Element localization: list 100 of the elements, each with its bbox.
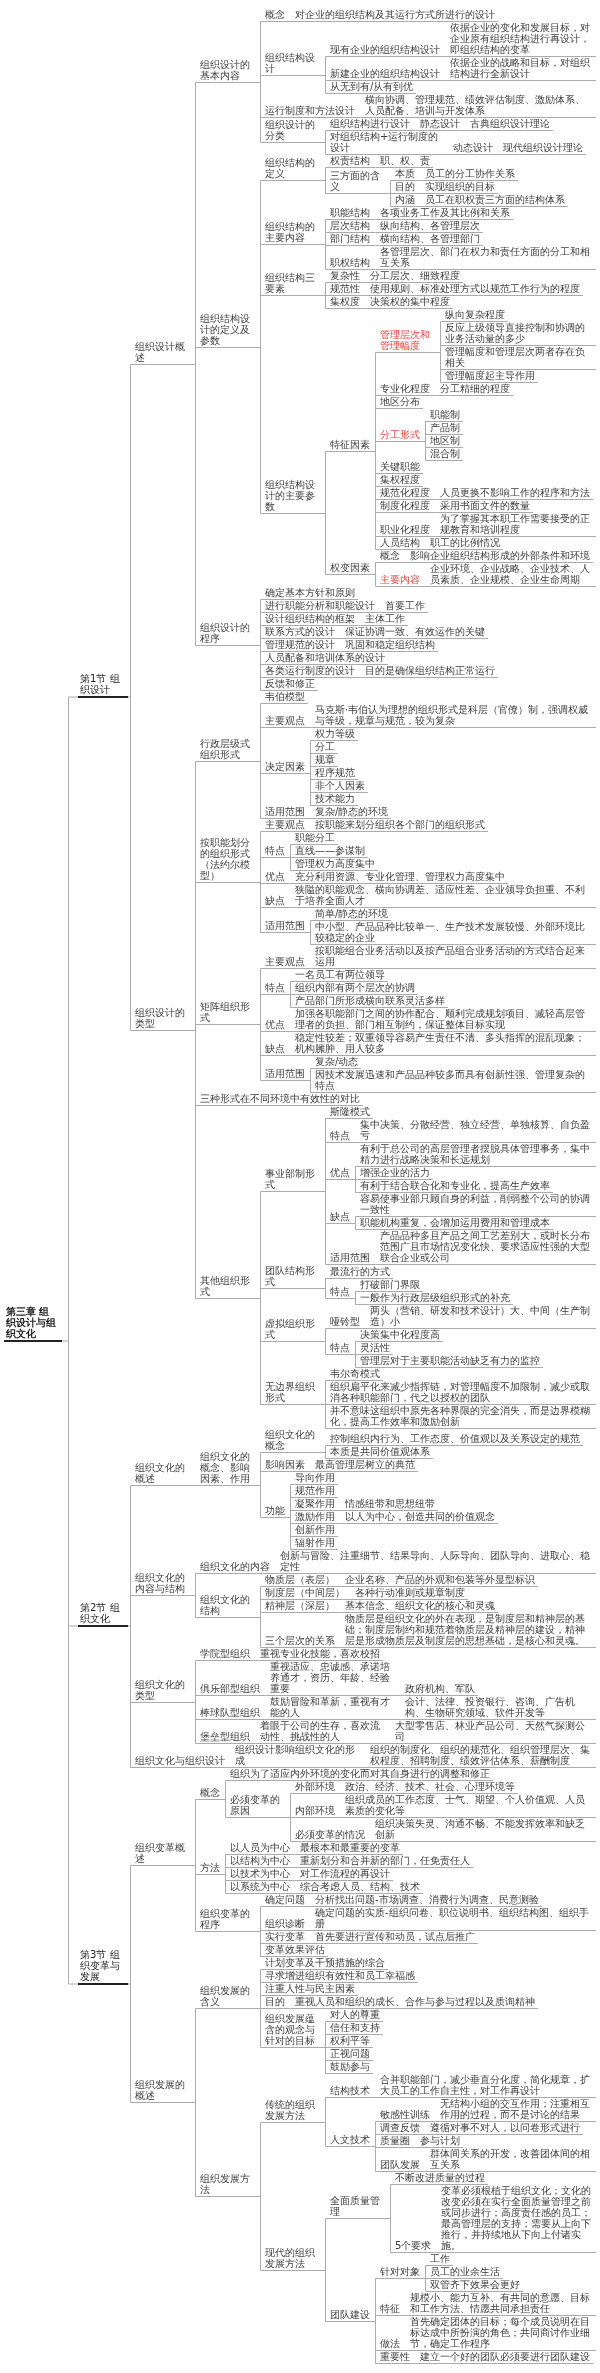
topic: 最流行的方式	[328, 1266, 393, 1279]
topic: 敏感性训练	[378, 2109, 433, 2122]
connector-line	[222, 1854, 229, 1894]
topic: 计划变革及干预措施的综合	[263, 1957, 388, 1970]
connector-line	[322, 2021, 329, 2074]
topic: 人员更换不影响工作的程序和方法	[438, 487, 593, 500]
topic: 行政层级式组织形式	[198, 738, 258, 762]
connector-line	[257, 1586, 264, 1648]
topic: 简单/静态的环境	[313, 908, 392, 921]
connector-line	[412, 2363, 419, 2364]
topic: 产品制	[428, 422, 463, 435]
connector-line	[287, 1484, 294, 1550]
topic: 产品部门所形成横向联系灵活多样	[293, 995, 448, 1008]
topic: 各项业务工作及其比例和关系	[378, 207, 513, 220]
topic: 组织的制度化、组织的规范化、组织管理层次、集权程度、招聘制度、绩效评估体系、薪酬制度	[368, 1744, 596, 1768]
connector-line	[412, 130, 419, 131]
connector-line	[307, 1930, 314, 1931]
connector-line	[257, 968, 264, 1081]
topic: 采用书面文件的数量	[438, 500, 533, 513]
topic: 以技术为中心	[228, 1868, 293, 1881]
topic: 各种行动准则或规章制度	[353, 1587, 468, 1600]
connector-line	[192, 1485, 199, 1486]
topic: 稳定性较差；双重领导容易产生责任不清、多头指挥的混乱现象；机构臃肿、用人较多	[293, 1032, 596, 1056]
topic: 组织发展的概述	[133, 2079, 193, 2103]
topic: 做法	[378, 2338, 403, 2351]
connector-line	[307, 968, 314, 969]
topic: 分工层次、细致程度	[368, 270, 463, 283]
topic: 直线——参谋制	[293, 845, 368, 858]
topic: 堡垒型组织	[198, 1731, 253, 1744]
topic: 物质层（表层）	[263, 1574, 338, 1587]
topic: 组织变革的程序	[198, 1908, 258, 1932]
topic: 管理层对于主要职能活动缺乏有力的监控	[358, 1355, 543, 1368]
main-topic: 第2节 组织文化	[78, 1602, 128, 1627]
topic: 必须变革的情况	[293, 1829, 368, 1842]
topic: 调查反馈	[378, 2122, 423, 2135]
topic: 确定问题的实质-组织问卷、职位说明书、组织结构图、组织手册	[313, 1907, 596, 1931]
connector-line	[362, 282, 369, 283]
topic: 横向协调、管理规范、绩效评估制度、激励体系、人员配备、培训与开发体系	[363, 94, 596, 118]
connector-line	[442, 80, 449, 81]
topic: 针对对象	[378, 2266, 423, 2279]
topic: 特征	[378, 2303, 403, 2316]
connector-line	[257, 703, 264, 819]
connector-line	[287, 1031, 294, 1032]
connector-line	[362, 295, 369, 296]
topic: 古典组织设计理论	[468, 118, 553, 131]
topic: 集权度	[328, 296, 363, 309]
connector-line	[422, 2171, 429, 2172]
connector-line	[322, 1118, 329, 1265]
topic: 合并职能部门，减少垂直分化度，简化规章，扩大员工的工作自主性，对工作再设计	[378, 2074, 596, 2098]
connector-line	[495, 154, 502, 155]
topic: 对企业的组织结构及其运行方式所进行的设计	[293, 9, 498, 22]
topic: 本质是共同价值观体系	[328, 1446, 433, 1459]
connector-line	[372, 269, 379, 270]
topic: 适用范围	[328, 1252, 373, 1265]
topic: 虚拟组织形式	[263, 1318, 323, 1342]
topic: 管理幅度和管理层次两者存在负相关	[443, 346, 596, 370]
topic: 从无到有/从有到优	[328, 81, 417, 94]
topic: 三个层次的关系	[263, 1635, 338, 1648]
connector-line	[287, 1055, 294, 1056]
topic: 缺点	[328, 1211, 353, 1224]
topic: 职能结构	[328, 207, 373, 220]
topic: 职、权、责	[378, 155, 433, 168]
connector-line	[257, 831, 264, 933]
connector-line	[362, 308, 369, 309]
topic: 凝聚作用	[293, 1498, 338, 1511]
topic: 信任和支持	[328, 2022, 383, 2035]
topic: 其他组织形式	[198, 1275, 258, 1299]
connector-line	[432, 395, 439, 396]
connector-line	[307, 1068, 314, 1093]
topic: 结构技术	[328, 2085, 373, 2098]
topic: 影响因素	[263, 1459, 308, 1472]
topic: 组织结构设计的定义及参数	[198, 313, 258, 348]
topic: 鼓励参与	[328, 2061, 373, 2074]
topic: 权力等级	[313, 728, 358, 741]
topic: 专业化程度	[378, 383, 433, 396]
topic: 职能制	[428, 409, 463, 422]
topic: 遵循对事不对人，以问卷形式进行	[428, 2122, 583, 2135]
topic: 权利平等	[328, 2035, 373, 2048]
connector-line	[257, 1906, 264, 1957]
topic: 组织决策失灵、沟通不畅、不能发挥效率和缺乏创新	[373, 1818, 596, 1842]
topic: 注重人性与民主因素	[263, 1983, 358, 1996]
topic: 企业名称、产品的外观和包装等外显型标识	[343, 1574, 538, 1587]
connector-line	[322, 1278, 329, 1299]
topic: 规模小、能力互补、有共同的意愿、目标和工作方法、情愿共同承担责任	[408, 2292, 596, 2316]
connector-line	[322, 2097, 329, 2147]
topic: 内涵	[393, 194, 418, 207]
connector-line	[252, 1743, 259, 1744]
topic: 依据企业的变化和发展目标，对企业原有组织结构进行再设计，即组织结构的变革	[448, 22, 596, 57]
connector-line	[322, 2218, 329, 2322]
topic: 充分利用资源、专业化管理、管理权力高度集中	[293, 871, 508, 884]
connector-line	[287, 981, 294, 1008]
connector-line	[402, 2350, 409, 2351]
topic: 目的是确保组织结构正常运行	[363, 665, 498, 678]
topic: 导向作用	[293, 1472, 338, 1485]
topic: 概念	[263, 9, 288, 22]
topic: 并不意味这组织中原先各种界限的完全消失，而是边界模糊化，提高工作效率和激励创新	[328, 1405, 596, 1429]
topic: 组织文化的类型	[133, 1679, 193, 1703]
connector-line	[417, 193, 424, 194]
topic: 运行制度和方法设计	[263, 105, 358, 118]
connector-line	[337, 1586, 344, 1587]
